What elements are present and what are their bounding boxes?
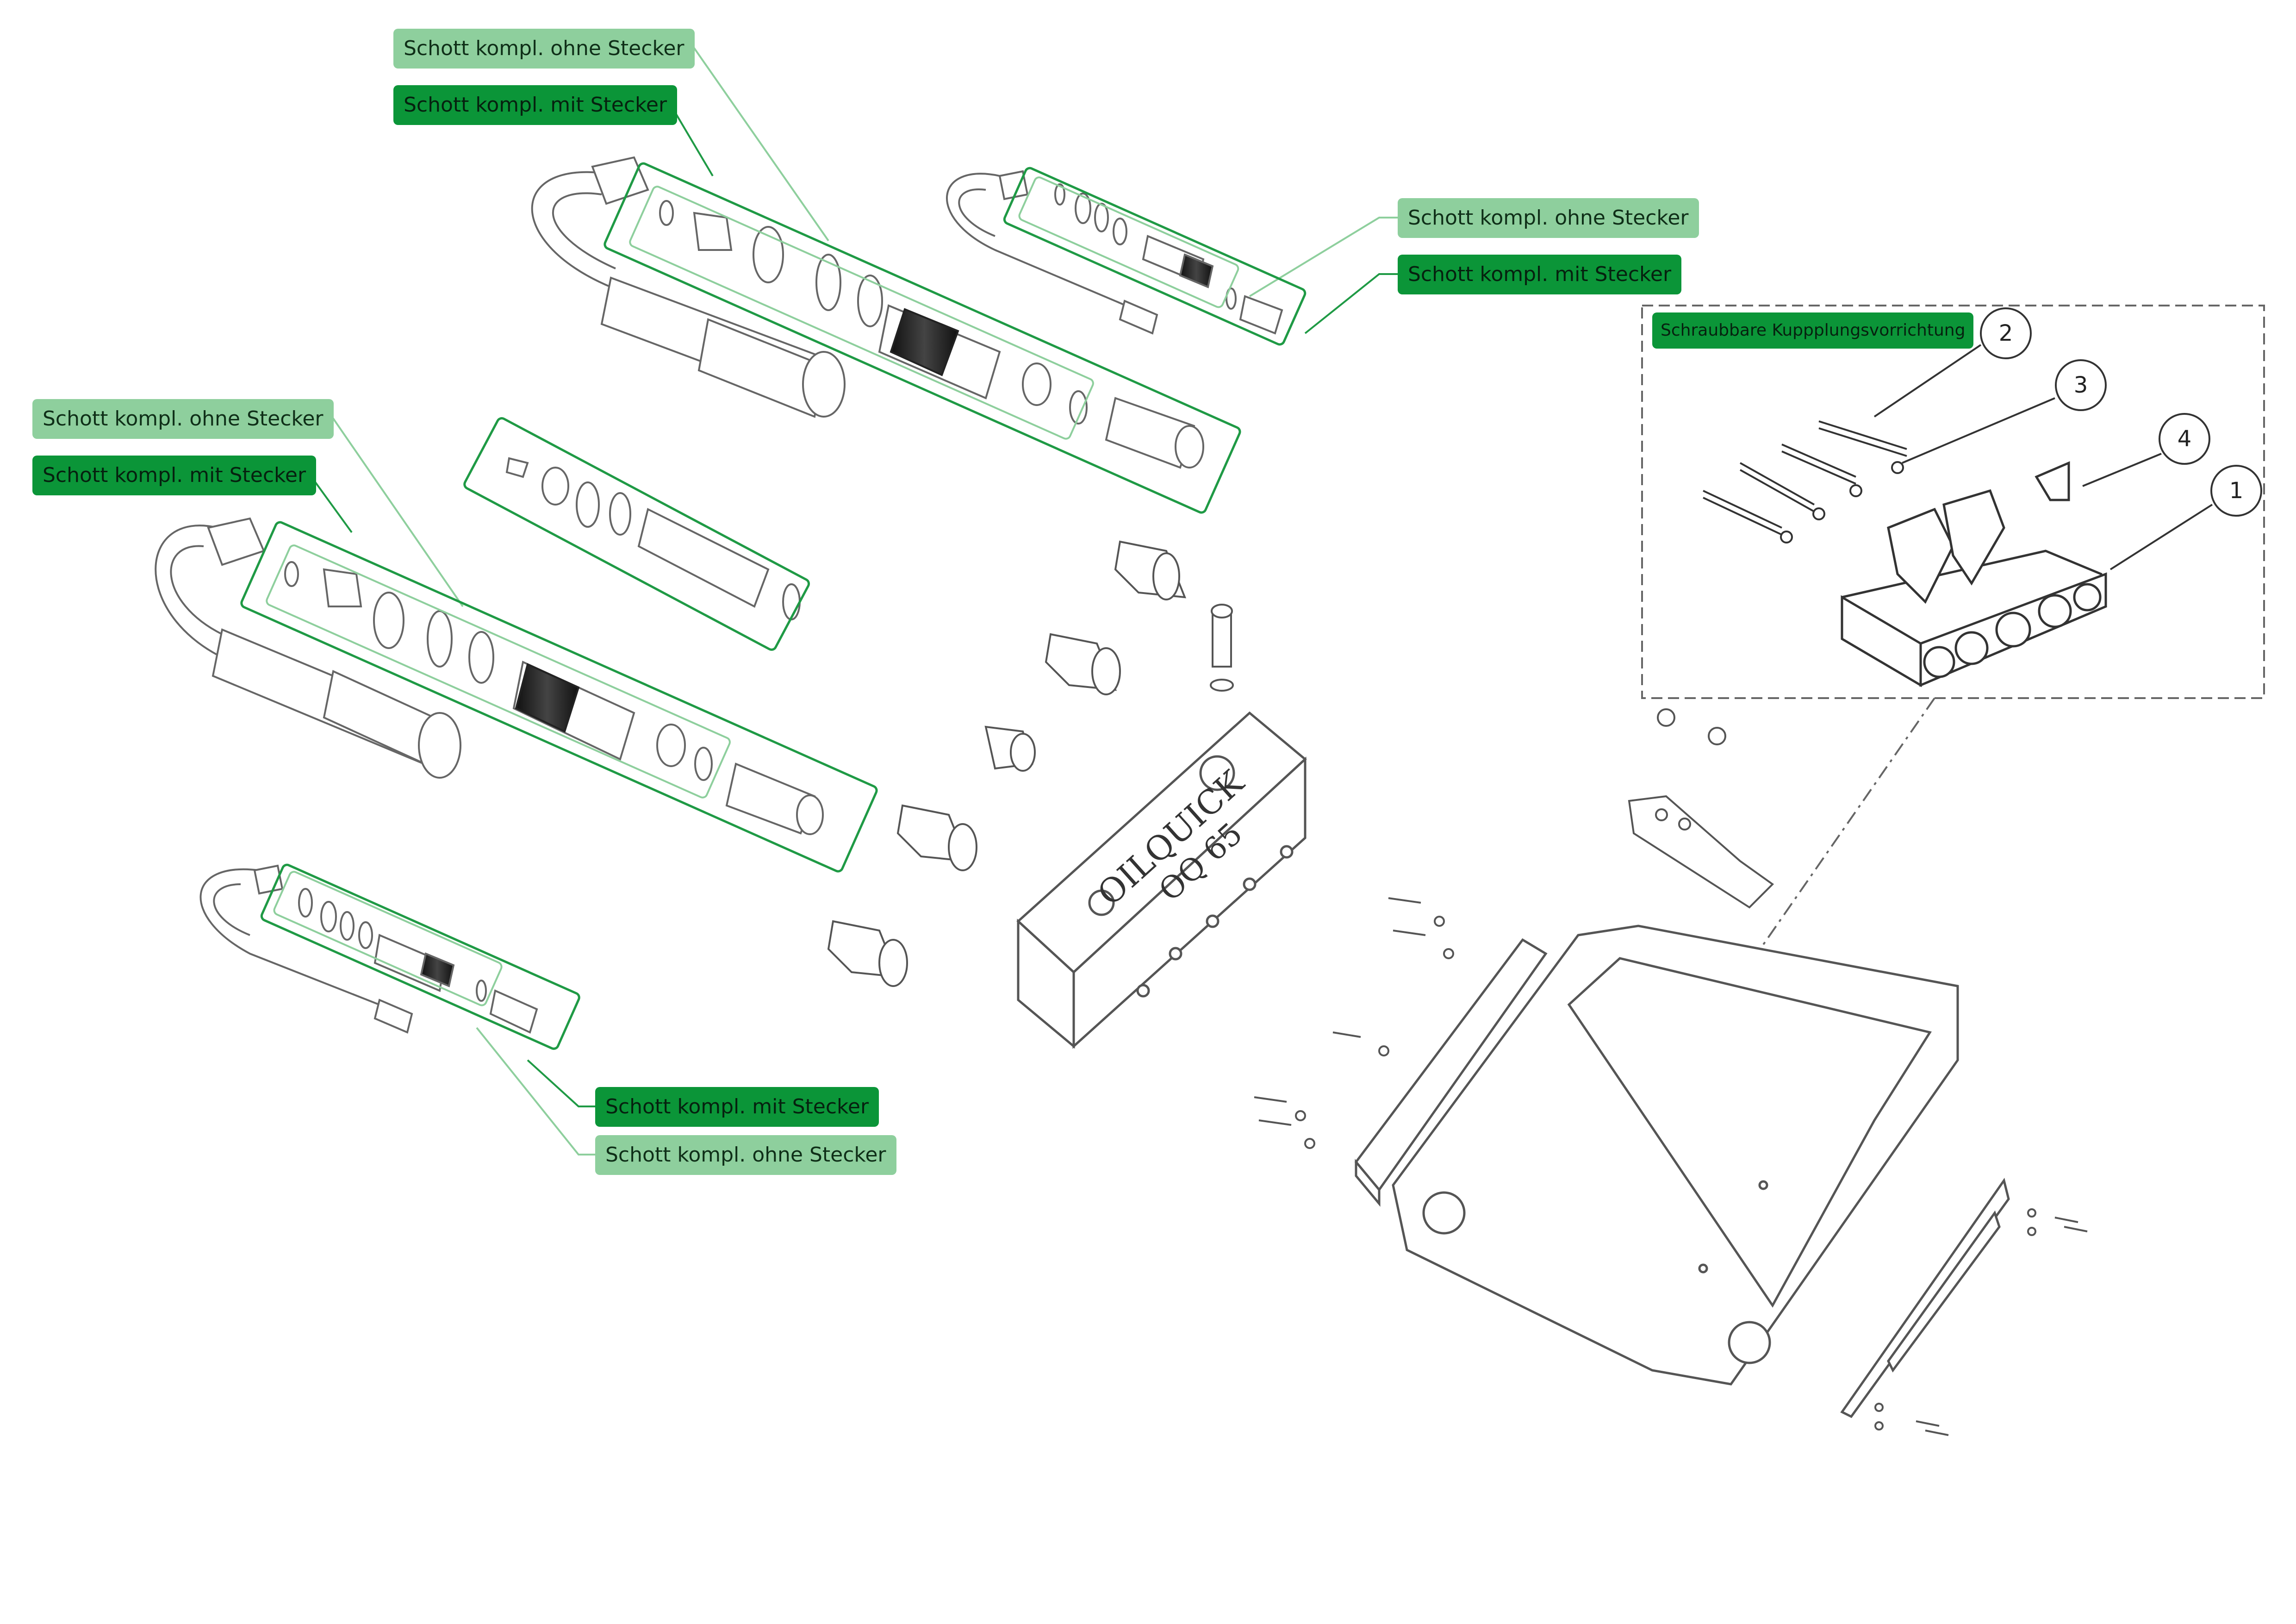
leader-lines [296, 47, 1398, 1156]
o-ring-set [505, 457, 801, 620]
label-top-center-mit-stecker: Schott kompl. mit Stecker [393, 85, 678, 125]
frame-top-right-ohne [1018, 176, 1239, 308]
frame-bottom-left-ohne [273, 871, 503, 1006]
callout-2: 2 [1980, 307, 2032, 359]
label-top-center-ohne-stecker: Schott kompl. ohne Stecker [393, 29, 695, 69]
callout-4: 4 [2159, 413, 2210, 465]
hose-assembly-top-right [946, 170, 1283, 335]
hose-assembly-left [155, 517, 824, 835]
label-left-ohne-stecker: Schott kompl. ohne Stecker [32, 399, 334, 439]
label-left-mit-stecker: Schott kompl. mit Stecker [32, 456, 317, 495]
frame-bolts [1874, 1208, 2088, 1436]
detail-callout-leaders [1873, 344, 2213, 570]
frame-top-right-mit [1003, 167, 1307, 346]
oilquick-block [1016, 711, 1307, 1049]
frame-top-center-mit [604, 162, 1241, 514]
callout-3: 3 [2055, 359, 2107, 411]
detail-box [1641, 305, 2265, 699]
hose-assembly-bottom-left [199, 864, 538, 1034]
hose-assembly-top-center [531, 156, 1204, 469]
detail-title: Schraubbare Kuppplungsvorrichtung [1652, 312, 1974, 349]
frame-left-mit [240, 521, 878, 873]
label-top-right-ohne-stecker: Schott kompl. ohne Stecker [1398, 198, 1699, 238]
small-hardware [1254, 708, 1774, 1149]
frame-bottom-left-mit [260, 863, 580, 1050]
fittings [827, 540, 1234, 987]
label-bottom-mit-stecker: Schott kompl. mit Stecker [595, 1087, 879, 1127]
frame-top-center-ohne [629, 186, 1094, 440]
quick-coupler-frame [1354, 924, 2010, 1418]
frame-left-ohne [266, 544, 731, 799]
frame-o-ring-set [463, 417, 810, 651]
detail-bolts [1703, 420, 1907, 543]
detail-coupling-part [1841, 461, 2107, 687]
label-top-right-mit-stecker: Schott kompl. mit Stecker [1398, 255, 1682, 294]
label-bottom-ohne-stecker: Schott kompl. ohne Stecker [595, 1135, 896, 1175]
callout-1: 1 [2210, 465, 2262, 517]
